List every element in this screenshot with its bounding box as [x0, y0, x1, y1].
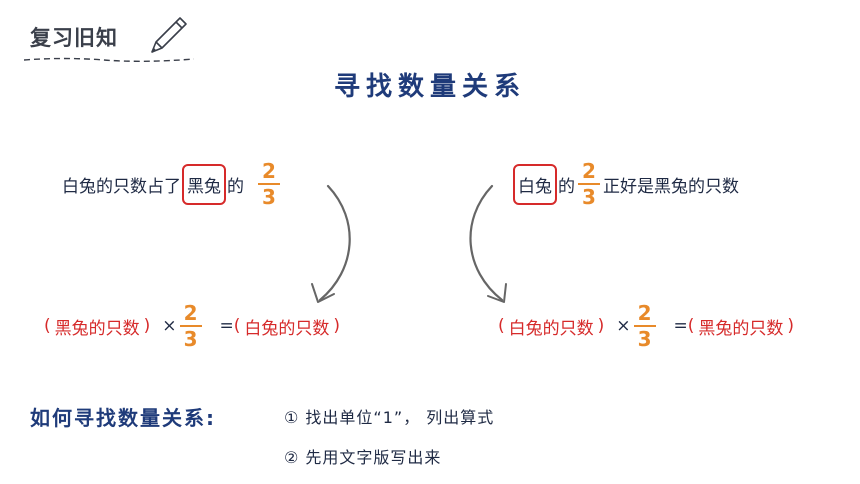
- left-statement-fraction: 2 3: [258, 160, 280, 208]
- left-statement-pre: 白兔的只数占了: [62, 176, 181, 197]
- method-label: 如何寻找数量关系:: [30, 406, 216, 430]
- left-eq-result: 白兔的只数: [244, 318, 330, 339]
- left-eq-rparen2: ): [333, 316, 341, 336]
- right-statement-highlight: 白兔: [513, 163, 557, 205]
- left-statement-post: 的: [227, 176, 244, 197]
- fraction-denominator: 3: [262, 185, 276, 209]
- right-eq-lparen2: (: [687, 316, 695, 336]
- right-eq-equals: =: [673, 316, 688, 336]
- left-curved-arrow: [311, 184, 351, 303]
- right-eq-result: 黑兔的只数: [698, 318, 784, 339]
- right-statement-fraction: 2 3: [578, 160, 600, 208]
- left-eq-fraction: 2 3: [179, 301, 202, 351]
- right-statement: 白兔 的 2 3 正好是黑兔的只数: [512, 160, 739, 208]
- fraction-denominator: 3: [183, 327, 198, 351]
- method-step-1: ① 找出单位“1”， 列出算式: [284, 408, 495, 427]
- left-eq-term: 黑兔的只数: [54, 318, 140, 339]
- fraction-numerator: 2: [262, 159, 276, 183]
- left-eq-times: ×: [162, 316, 177, 336]
- right-eq-times: ×: [616, 316, 631, 336]
- right-eq-fraction: 2 3: [633, 301, 656, 351]
- right-eq-rparen: ): [597, 316, 605, 336]
- fraction-bar: [179, 325, 202, 327]
- left-statement-highlight: 黑兔: [182, 163, 226, 205]
- right-eq-rparen2: ): [787, 316, 795, 336]
- left-eq-equals: =: [219, 316, 234, 336]
- fraction-numerator: 2: [183, 301, 198, 325]
- fraction-numerator: 2: [637, 301, 652, 325]
- left-eq-lparen2: (: [233, 316, 241, 336]
- fraction-bar: [578, 183, 600, 185]
- left-eq-lparen: (: [44, 316, 51, 336]
- section-label: 复习旧知: [30, 26, 118, 50]
- right-statement-mid: 的: [558, 176, 575, 197]
- fraction-numerator: 2: [582, 159, 596, 183]
- left-statement: 白兔的只数占了 黑兔 的 2 3: [62, 160, 283, 208]
- page-title: 寻找数量关系: [333, 72, 526, 102]
- left-eq-rparen: ): [143, 316, 151, 336]
- right-equation: ( 白兔的只数 ) × 2 3 = ( 黑兔的只数 ): [498, 302, 794, 350]
- right-statement-post: 正好是黑兔的只数: [603, 176, 739, 197]
- fraction-bar: [633, 325, 656, 327]
- right-eq-term: 白兔的只数: [508, 318, 594, 339]
- right-eq-lparen: (: [498, 316, 505, 336]
- left-equation: ( 黑兔的只数 ) × 2 3 = ( 白兔的只数 ): [44, 302, 340, 350]
- fraction-denominator: 3: [582, 185, 596, 209]
- fraction-denominator: 3: [637, 327, 652, 351]
- header-divider: [24, 57, 194, 62]
- method-step-2: ② 先用文字版写出来: [284, 448, 442, 467]
- pencil-icon: [151, 17, 187, 53]
- right-curved-arrow: [469, 184, 507, 303]
- fraction-bar: [258, 183, 280, 185]
